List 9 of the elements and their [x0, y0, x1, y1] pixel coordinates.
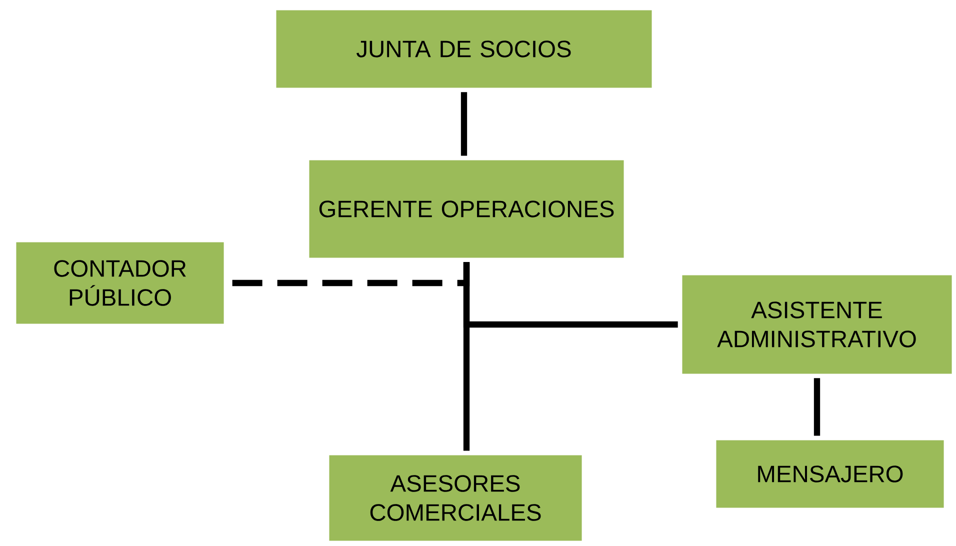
org-box: ASESORES COMERCIALES — [324, 450, 586, 546]
connector-line — [460, 92, 468, 156]
org-box: CONTADOR PÚBLICO — [12, 238, 228, 328]
org-box: GERENTE OPERACIONES — [304, 156, 628, 262]
org-box: JUNTA DE SOCIOS — [272, 6, 656, 92]
org-box: MENSAJERO — [712, 436, 948, 512]
connector-line — [463, 262, 470, 451]
connector-line — [814, 378, 820, 436]
org-box: ASISTENTE ADMINISTRATIVO — [678, 270, 956, 378]
